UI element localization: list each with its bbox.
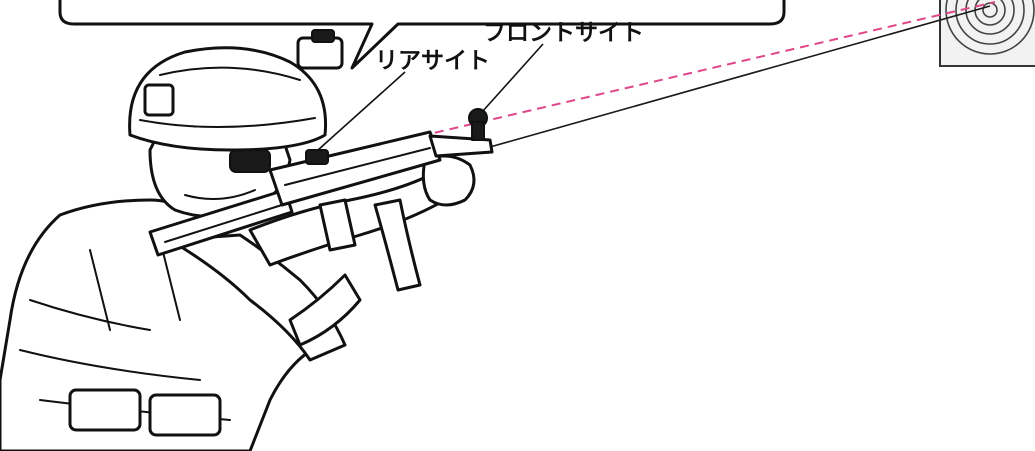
front-sight-leader bbox=[481, 43, 544, 113]
rear-sight-part bbox=[305, 149, 329, 165]
front-sight-label: フロントサイト bbox=[483, 20, 644, 46]
rear-sight-leader bbox=[317, 71, 406, 151]
speech-bubble bbox=[58, 0, 786, 70]
front-sight-part bbox=[468, 108, 488, 141]
line-of-fire bbox=[489, 5, 991, 148]
sight-line bbox=[317, 1, 996, 161]
rear-sight-label: リアサイト bbox=[375, 48, 490, 74]
bullseye-target-icon bbox=[939, 0, 1035, 67]
submachine-gun-illustration bbox=[148, 108, 494, 292]
